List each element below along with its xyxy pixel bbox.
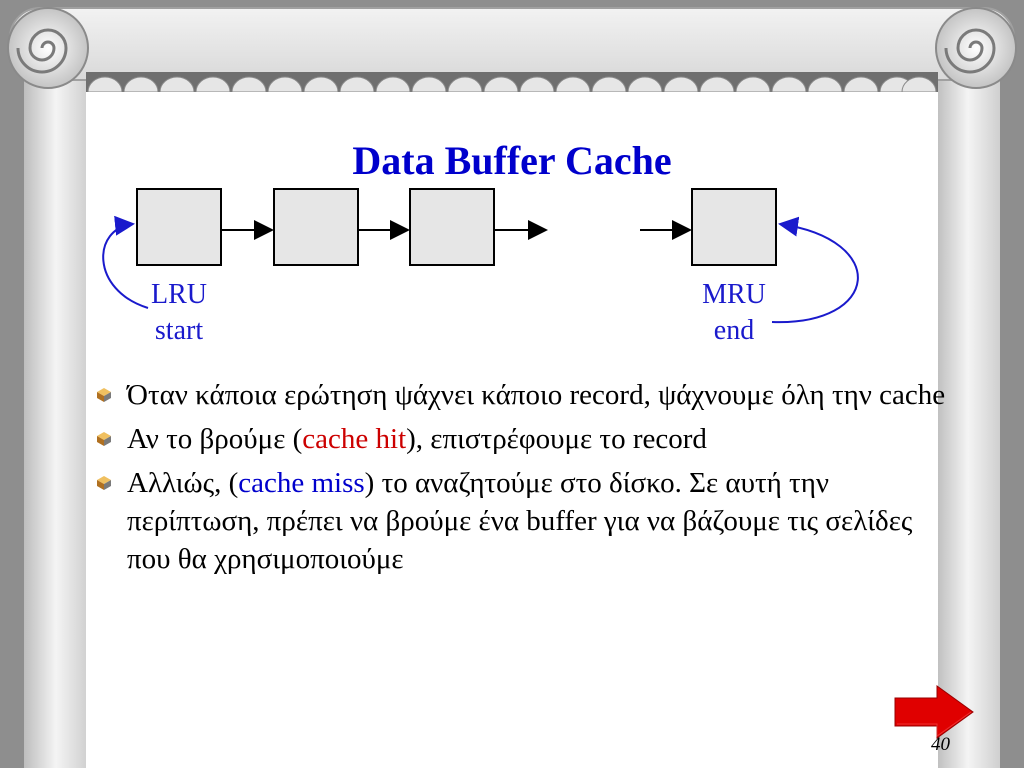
bullet-cube-icon [97,388,111,402]
bullet-text-after: ) το αναζητούμε στο δίσκο. Σε αυτή την π… [127,467,913,575]
lru-label: LRU start [119,277,239,349]
mru-label-line2: end [713,315,755,346]
bullet-cube-icon [97,432,111,446]
slide-title: Data Buffer Cache [352,138,672,183]
buffer-node-2 [273,188,359,266]
bullet-item: Αλλιώς, (cache miss) το αναζητούμε στο δ… [90,464,950,578]
bullet-text-before: Αν το βρούμε ( [127,423,303,455]
mru-label: MRU end [674,277,794,349]
cache-hit-term: cache hit [302,423,407,455]
bullet-text-before: Αλλιώς, ( [127,467,239,499]
bullet-text-after: ), επιστρέφουμε το record [406,423,707,455]
mru-pointer-arrow [771,216,859,324]
bullet-cube-icon [97,476,111,490]
mru-label-line1: MRU [702,279,766,310]
buffer-node-3 [409,188,495,266]
buffer-node-1 [136,188,222,266]
cache-miss-term: cache miss [238,467,365,499]
next-slide-arrow-icon[interactable] [893,684,975,740]
buffer-node-mru [691,188,777,266]
bullet-item: Όταν κάποια ερώτηση ψάχνει κάποιο record… [90,376,950,414]
page-number: 40 [931,734,950,755]
bullet-item: Αν το βρούμε (cache hit), επιστρέφουμε τ… [90,420,950,458]
lru-label-line1: LRU [151,279,207,310]
lru-pointer-arrow [102,215,149,309]
bullet-text: Όταν κάποια ερώτηση ψάχνει κάποιο record… [127,379,946,411]
lru-label-line2: start [154,315,204,346]
bullet-list: Όταν κάποια ερώτηση ψάχνει κάποιο record… [90,376,950,584]
